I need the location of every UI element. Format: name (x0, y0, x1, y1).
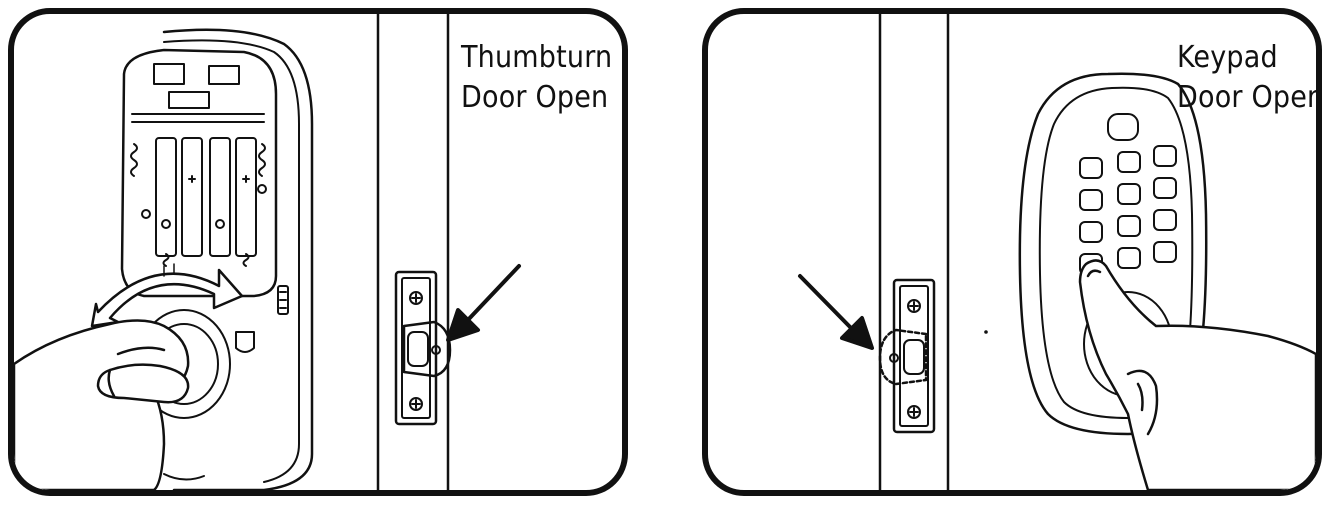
thumbturn-panel: Thumbturn Door Open (8, 8, 628, 496)
door-edge (376, 14, 450, 490)
interior-lock-housing (120, 28, 314, 490)
caption-thumbturn: Thumbturn Door Open (461, 38, 612, 118)
thumbturn-illustration (14, 14, 521, 490)
caption-line-2: Door Open (1177, 80, 1322, 115)
keypad-illustration (798, 14, 1316, 490)
door-edge (878, 14, 950, 490)
keypad-panel: Keypad Door Open (702, 8, 1322, 496)
pointer-arrow-icon (798, 274, 874, 350)
caption-line-1: Keypad (1177, 40, 1278, 75)
strike-plate-icon (394, 270, 452, 426)
caption-line-1: Thumbturn (461, 40, 613, 75)
curved-rotate-arrow-icon (90, 263, 244, 328)
hand-icon (1078, 259, 1316, 490)
hand-icon (14, 319, 190, 490)
strike-plate-icon (878, 278, 936, 434)
caption-line-2: Door Open (461, 80, 609, 115)
pointer-arrow-icon (446, 264, 521, 342)
caption-keypad: Keypad Door Open (1177, 38, 1322, 118)
